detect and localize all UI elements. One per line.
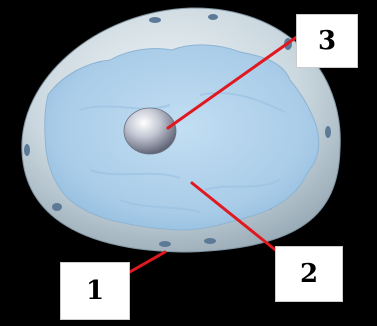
label-1: 1 bbox=[86, 278, 104, 304]
label-2: 2 bbox=[300, 261, 318, 287]
label-box-1: 1 bbox=[60, 262, 130, 320]
nucleus bbox=[124, 108, 176, 154]
label-box-3: 3 bbox=[296, 14, 358, 68]
label-box-2: 2 bbox=[275, 246, 343, 302]
label-3: 3 bbox=[318, 28, 336, 54]
pointer-line-1 bbox=[128, 252, 165, 273]
cytoplasm bbox=[45, 45, 319, 230]
